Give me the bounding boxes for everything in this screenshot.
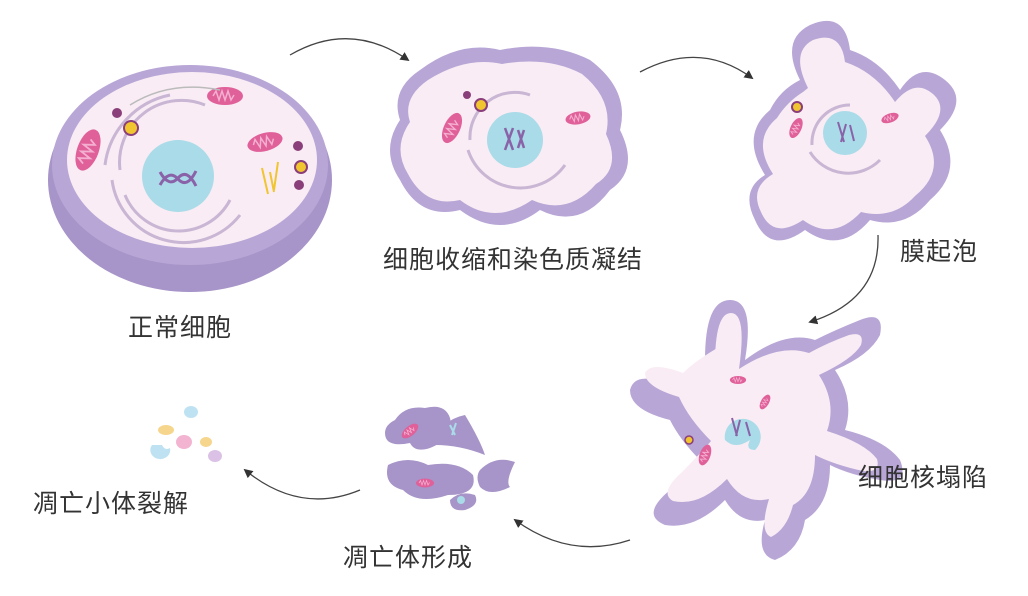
dna-icon bbox=[158, 170, 198, 187]
arrow-4-to-5 bbox=[513, 518, 631, 548]
arrow-1-to-2 bbox=[289, 38, 410, 62]
label-shrinkage-condensation: 细胞收缩和染色质凝结 bbox=[383, 245, 644, 274]
label-apoptotic-body-formation: 凋亡体形成 bbox=[343, 543, 474, 572]
blebbing-cell bbox=[749, 20, 957, 241]
arrow-3-to-4 bbox=[808, 234, 879, 325]
nuclear-collapse-cell bbox=[630, 300, 903, 560]
arrow-5-to-6 bbox=[243, 468, 361, 500]
label-apoptotic-body-lysis: 凋亡小体裂解 bbox=[33, 489, 190, 518]
apoptotic-body-fragments bbox=[150, 406, 222, 462]
apoptotic-bodies bbox=[385, 406, 515, 511]
normal-cell bbox=[48, 65, 332, 292]
label-membrane-blebbing: 膜起泡 bbox=[900, 237, 979, 266]
label-normal-cell: 正常细胞 bbox=[128, 313, 233, 342]
shrinking-cell bbox=[390, 46, 628, 225]
label-nuclear-collapse: 细胞核塌陷 bbox=[858, 463, 989, 492]
arrow-2-to-3 bbox=[639, 56, 754, 80]
